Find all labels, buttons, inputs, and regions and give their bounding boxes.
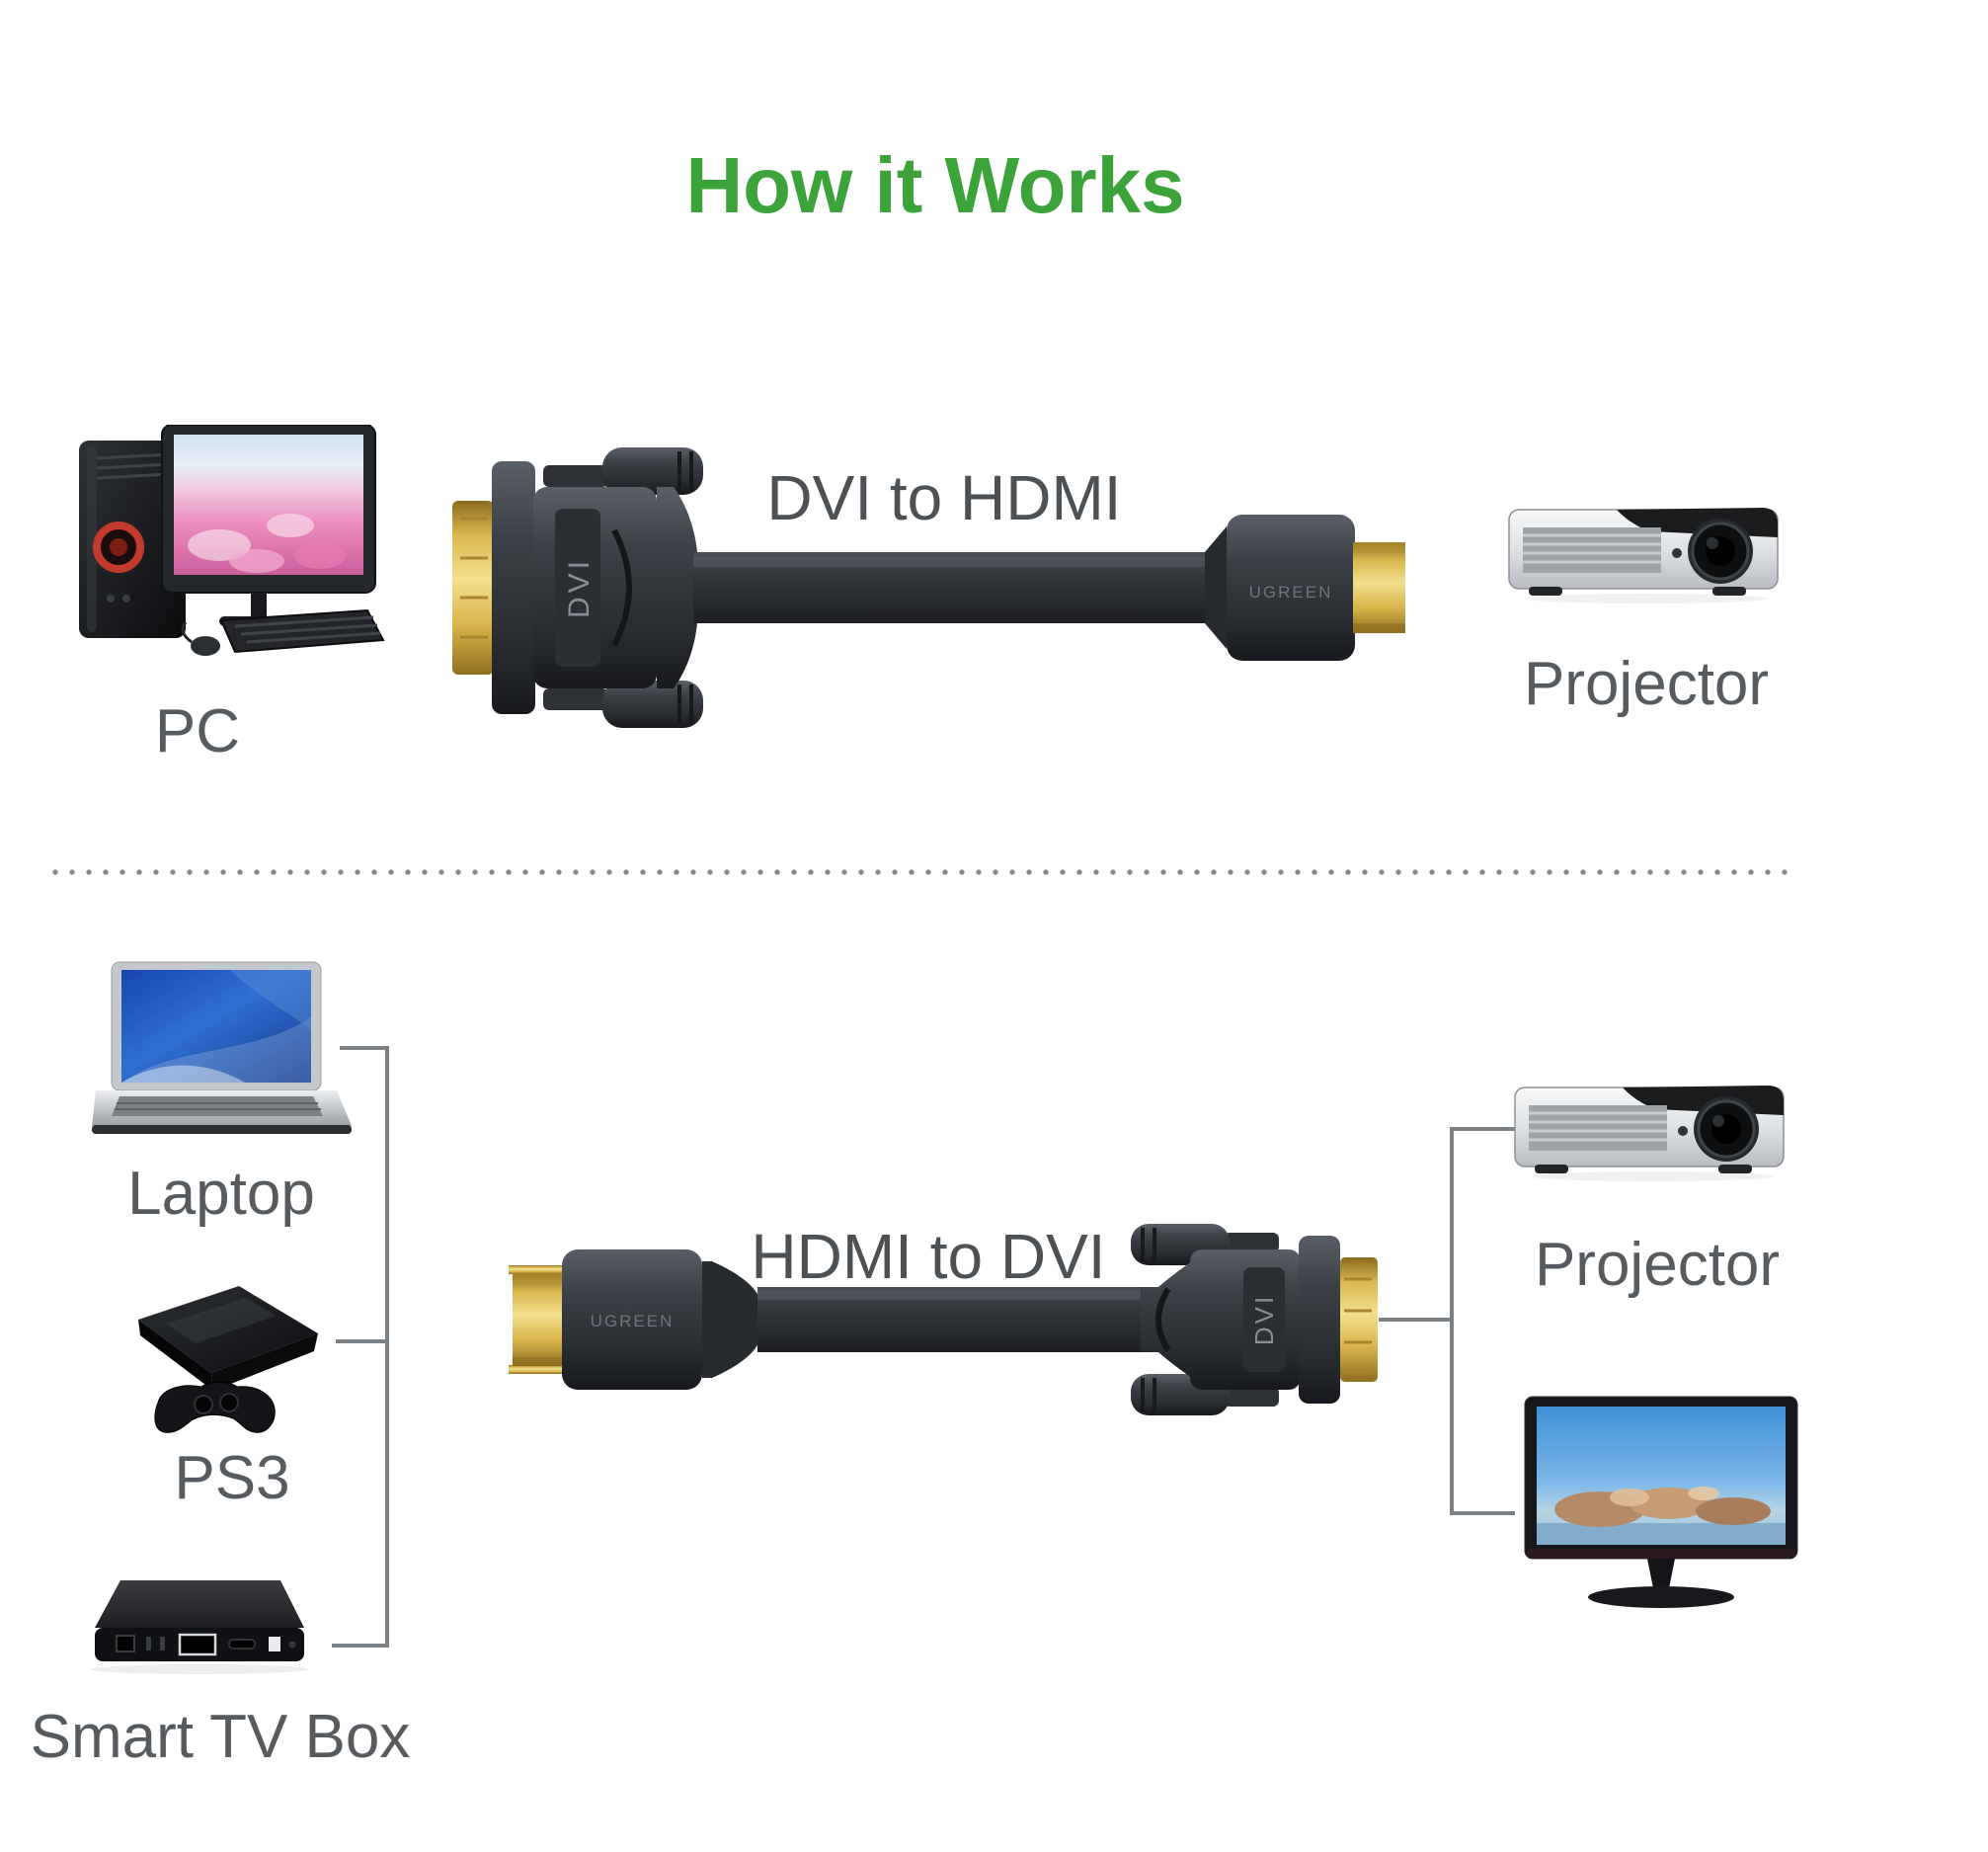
smart-tv-box-label: Smart TV Box xyxy=(30,1703,411,1771)
smart-tv-box-connector-line xyxy=(332,1644,387,1648)
projector-icon xyxy=(1514,1086,1785,1181)
dvi-connector-icon: DVI xyxy=(1131,1224,1378,1415)
dotted-divider xyxy=(51,868,1791,876)
laptop-label: Laptop xyxy=(127,1160,315,1228)
hdmi-connector-icon: UGREEN xyxy=(1205,515,1405,661)
right-bracket-vertical-line xyxy=(1450,1127,1454,1515)
ps3-connector-line xyxy=(336,1339,387,1343)
laptop-icon xyxy=(92,961,352,1134)
top-cable-label: DVI to HDMI xyxy=(766,462,1122,533)
dvi-connector-line xyxy=(1379,1318,1452,1322)
ps3-label: PS3 xyxy=(174,1444,290,1512)
dvi-marking-text: DVI xyxy=(1249,1294,1279,1345)
top-projector-label: Projector xyxy=(1523,650,1770,718)
pc-icon xyxy=(79,425,385,656)
bottom-projector-connector-line xyxy=(1454,1127,1515,1131)
cable-cord xyxy=(693,552,1227,623)
tv-icon xyxy=(1524,1396,1798,1608)
tv-connector-line xyxy=(1454,1511,1515,1515)
hdmi-to-dvi-cable: UGREEN DVI xyxy=(509,1224,1378,1415)
hdmi-brand-text: UGREEN xyxy=(1249,583,1333,602)
bottom-projector-label: Projector xyxy=(1534,1231,1781,1299)
projector-icon xyxy=(1508,508,1779,604)
hdmi-brand-text: UGREEN xyxy=(591,1312,675,1330)
bottom-cable-label: HDMI to DVI xyxy=(751,1221,1106,1292)
dvi-connector-icon: DVI xyxy=(452,447,703,728)
dvi-marking-text: DVI xyxy=(563,557,596,618)
ps3-icon xyxy=(138,1286,318,1433)
cable-cord xyxy=(757,1287,1145,1352)
laptop-connector-line xyxy=(340,1046,387,1050)
hdmi-connector-icon: UGREEN xyxy=(509,1249,759,1390)
dvi-to-hdmi-cable: DVI UGREEN xyxy=(452,447,1405,728)
pc-label: PC xyxy=(154,697,241,765)
page-title: How it Works xyxy=(685,141,1185,229)
smart-tv-box-icon xyxy=(91,1580,308,1674)
left-bracket-vertical-line xyxy=(385,1046,389,1648)
